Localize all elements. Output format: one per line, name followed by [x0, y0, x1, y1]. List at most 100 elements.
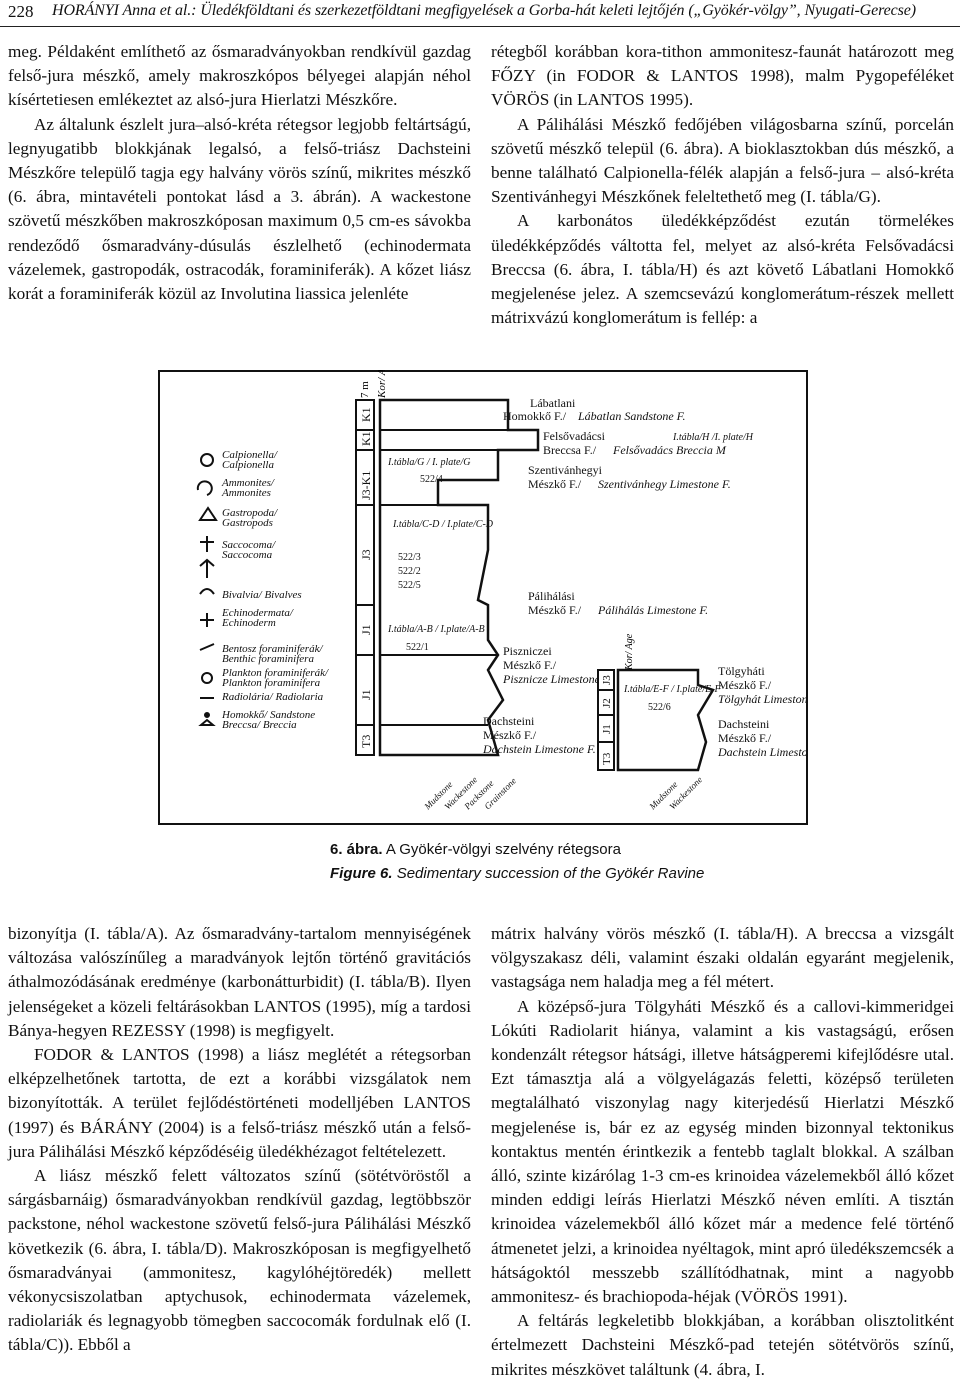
paragraph: FODOR & LANTOS (1998) a liász meglétét a… [8, 1045, 471, 1161]
gastropoda-icon [198, 506, 218, 521]
caption-number-hu: 6. ábra. [330, 841, 383, 858]
age-label: J3-K1 [359, 471, 373, 500]
legend-item: Saccocoma/ [222, 539, 276, 551]
legend-item-en: Saccocoma [222, 549, 273, 561]
age-label: J1 [601, 724, 613, 734]
page-header: 228 HORÁNYI Anna et al.: Üledékföldtani … [0, 0, 960, 28]
legend-item-en: Gastropods [222, 517, 273, 529]
paragraph: A liász mészkő felett változatos színű (… [8, 1166, 471, 1355]
unit-name: Piszniczei [503, 644, 552, 658]
sample-label: 522/5 [398, 580, 421, 591]
unit-name-en: Dachstein Limestone F. [482, 742, 596, 756]
legend-item: Radiolária/ Radiolaria [221, 691, 324, 703]
unit-name: Pálihálási [528, 589, 575, 603]
caption-text-en: Sedimentary succession of the Gyökér Rav… [396, 865, 705, 882]
age-label: J2 [601, 698, 613, 708]
unit-name: Tölgyháti [718, 664, 765, 678]
figure-drawing: Calpionella/ Calpionella Ammonites/ Ammo… [158, 358, 831, 825]
age-label: K1 [359, 407, 373, 422]
age-strip-right: J3 J2 J1 T3 Kor/ Age [597, 633, 635, 771]
plate-label: I.tábla/G / I. plate/G [387, 457, 471, 468]
page-number: 228 [8, 2, 34, 21]
unit-name: Breccsa F./ [543, 443, 597, 457]
echinodermata-icon [200, 613, 214, 627]
paragraph: A karbonátos üledékképződést ezután törm… [491, 211, 954, 328]
legend-item: Echinodermata/ [221, 607, 294, 619]
text-column-top-left: meg. Példaként említhető az ősmaradványo… [8, 40, 471, 306]
paragraph: A középső-jura Tölgyháti Mészkő és a cal… [491, 996, 954, 1307]
paragraph: meg. Példaként említhető az ősmaradványo… [8, 42, 471, 110]
unit-name: Dachsteini [718, 717, 770, 731]
legend-item: Ammonites/ [221, 477, 275, 489]
age-strip-main: K1 K1 J3-K1 J3 J1 J1 T3 7 m Kor/ Age [355, 358, 388, 756]
legend-item-en: Echinoderm [221, 617, 276, 629]
legend-item: Bivalvia/ Bivalves [222, 589, 302, 601]
header-rule [0, 26, 960, 27]
unit-name-en: Lábatlan Sandstone F. [577, 409, 685, 423]
figure-frame [158, 370, 808, 825]
saccocoma-2-icon [199, 558, 215, 578]
figure-caption: 6. ábra. A Gyökér-völgyi szelvény rétegs… [330, 838, 704, 886]
unit-name: Homokkő F./ [503, 409, 567, 423]
saccocoma-icon [200, 536, 214, 552]
legend-item-en: Plankton foraminifera [221, 677, 321, 689]
age-label: T3 [359, 735, 373, 748]
sample-label: 522/2 [398, 566, 421, 577]
unit-name: Mészkő F./ [483, 728, 537, 742]
main-section-column [378, 398, 540, 757]
paragraph: A feltárás legkeletibb blokkjában, a kor… [491, 1311, 954, 1379]
stratigraphic-column-figure: Calpionella/ Calpionella Ammonites/ Ammo… [158, 358, 831, 825]
legend-item-en: Calpionella [222, 459, 274, 471]
age-label: J3 [359, 549, 373, 560]
unit-name-en: Felsővadács Breccia M [612, 443, 727, 457]
caption-number-en: Figure 6. [330, 865, 393, 882]
bivalvia-icon [199, 588, 215, 595]
benthic-foram-icon [199, 643, 215, 651]
sample-label: 522/4 [420, 474, 443, 485]
legend-item: Gastropoda/ [222, 507, 278, 519]
sample-label: 522/6 [648, 702, 671, 713]
legend-item: Plankton foraminiferák/ [221, 667, 329, 679]
sandstone-icon [204, 712, 210, 718]
paragraph: rétegből korábban kora-tithon ammonitesz… [491, 42, 954, 110]
plate-label: I.tábla/E-F / I.plate/E-F [623, 684, 722, 695]
unit-name: Dachsteini [483, 714, 535, 728]
paragraph: mátrix halvány vörös mészkő (I. tábla/H)… [491, 924, 954, 992]
unit-name: Mészkő F./ [528, 603, 582, 617]
unit-name: Szentivánhegyi [528, 463, 603, 477]
unit-name: Mészkő F./ [718, 731, 772, 745]
kor-age-label-right: Kor/ Age [624, 633, 635, 671]
plate-label: I.tábla/A-B / I.plate/A-B [387, 624, 485, 635]
legend-item-en: Benthic foraminifera [222, 653, 314, 665]
paragraph: Az általunk észlelt jura–alsó-kréta réte… [8, 114, 471, 304]
caption-text-hu: A Gyökér-völgyi szelvény rétegsora [385, 841, 621, 858]
legend-item: Breccsa/ Breccia [222, 719, 297, 731]
unit-name-en: Pálihálás Limestone F. [597, 603, 708, 617]
running-head: HORÁNYI Anna et al.: Üledékföldtani és s… [52, 2, 917, 19]
legend-icons [196, 453, 218, 726]
legend-item: Homokkő/ Sandstone [221, 709, 315, 721]
right-section-column [616, 668, 715, 772]
legend-item-en: Ammonites [221, 487, 271, 499]
unit-name-en: Dachstein Limestone F. [717, 745, 808, 759]
plankton-foram-icon [201, 672, 213, 684]
age-label: T3 [601, 752, 613, 765]
scale-label: 7 m [359, 381, 371, 398]
unit-name-en: Tölgyhát Limestone F. [718, 692, 808, 706]
paragraph: A Pálihálási Mészkő fedőjében világosbar… [491, 114, 954, 207]
ammonites-icon [196, 480, 213, 496]
sample-label: 522/3 [398, 552, 421, 563]
sample-label: 522/1 [406, 642, 429, 653]
unit-name: Mészkő F./ [718, 678, 772, 692]
legend-item: Calpionella/ [222, 449, 278, 461]
legend-item: Bentosz foraminiferák/ [222, 643, 323, 655]
calpionella-icon [200, 453, 214, 467]
unit-name-en: Szentivánhegy Limestone F. [598, 477, 731, 491]
age-label: J1 [359, 624, 373, 635]
breccia-icon [198, 718, 216, 726]
unit-name: Lábatlani [530, 396, 576, 410]
unit-name: Mészkő F./ [503, 658, 557, 672]
text-column-bottom-right: mátrix halvány vörös mészkő (I. tábla/H)… [491, 922, 954, 1382]
kor-age-label: Kor/ Age [376, 370, 388, 399]
paragraph: bizonyítja (I. tábla/A). Az ősmaradvány-… [8, 924, 471, 1040]
